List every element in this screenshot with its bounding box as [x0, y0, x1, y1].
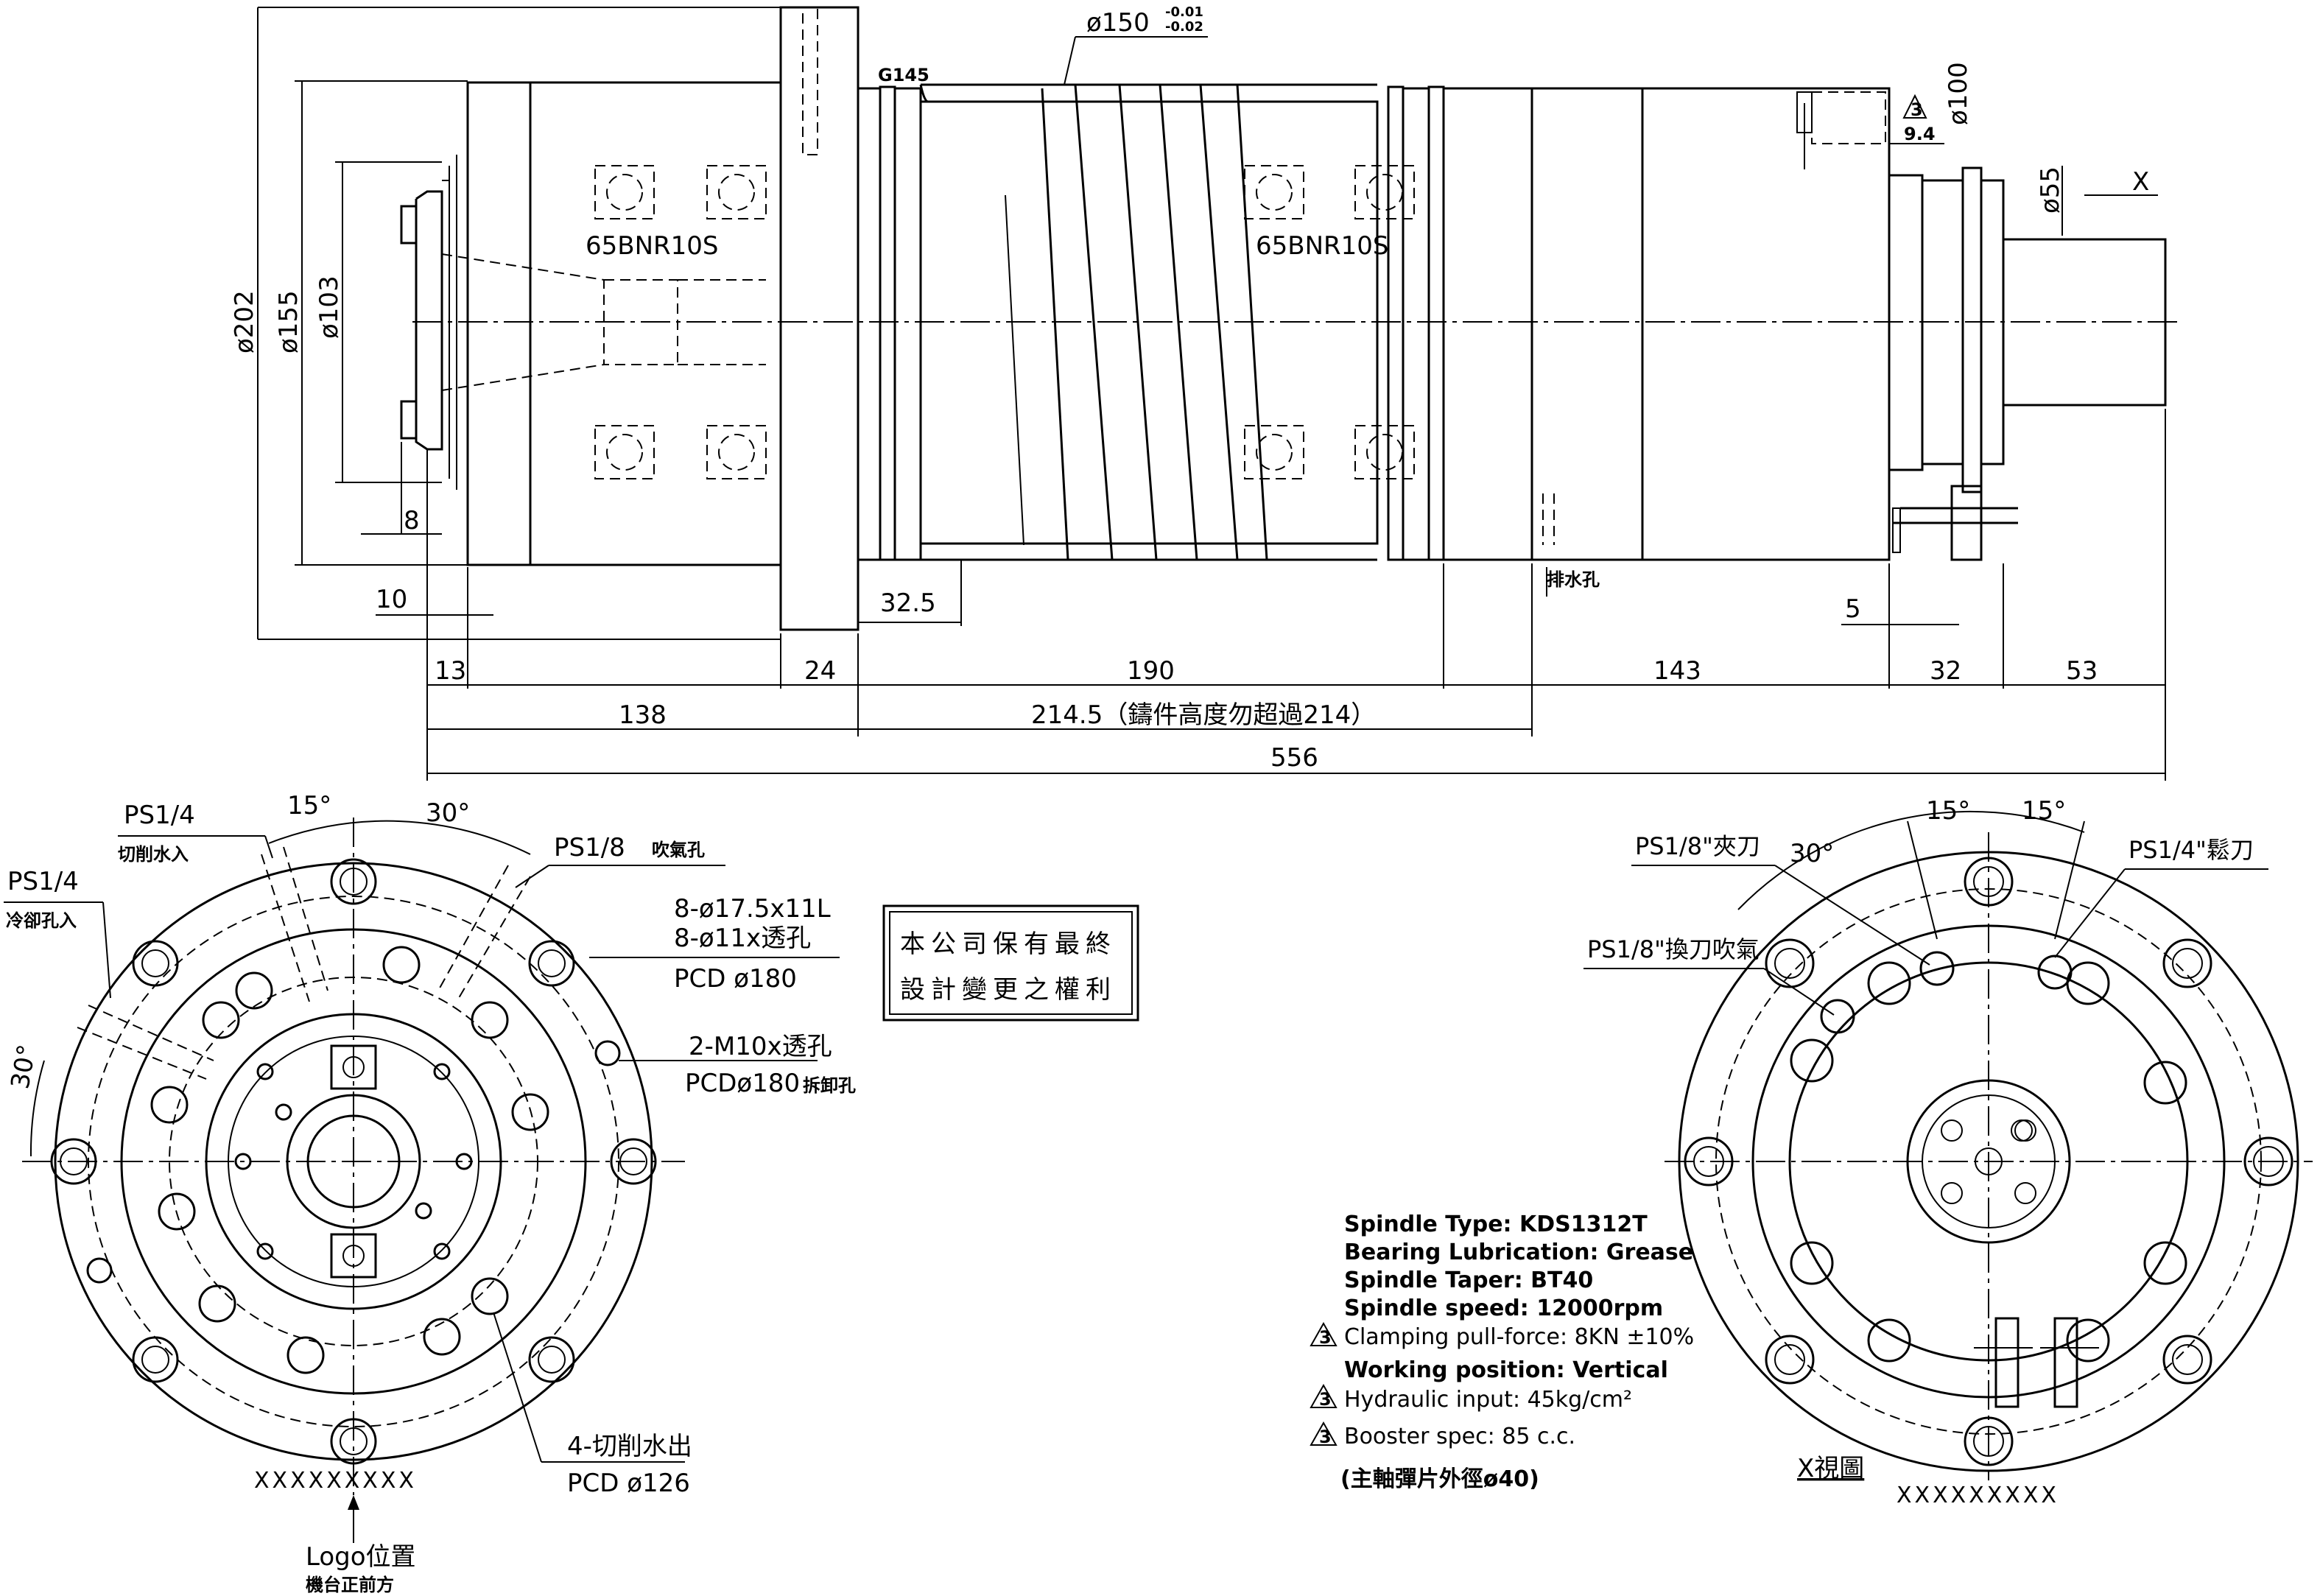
- angle-30-left: 30°: [5, 1042, 42, 1091]
- angle-15: 15°: [287, 791, 331, 820]
- m10-line2-a: PCDø180: [685, 1069, 800, 1098]
- x-angle-15b: 15°: [2022, 796, 2066, 826]
- spec-booster: Booster spec: 85 c.c.: [1344, 1424, 1575, 1449]
- ps18-label: PS1/8: [554, 833, 625, 862]
- x-view-mid-holes: [1790, 951, 2187, 1363]
- bearing-label-front: 65BNR10S: [586, 231, 719, 261]
- dim-214-5: 214.5（鑄件高度勿超過214）: [1031, 700, 1376, 730]
- dim-9-4: 9.4: [1904, 124, 1936, 144]
- dim-143: 143: [1653, 656, 1701, 686]
- bearing-symbols-front: [594, 165, 767, 479]
- outer-bolt-holes: [50, 858, 657, 1465]
- rev-mark-side: 3: [1911, 99, 1923, 120]
- dim-13: 13: [435, 656, 466, 686]
- spec-taper: Spindle Taper: BT40: [1344, 1268, 1593, 1293]
- notice-box: 本公司保有最終 設計變更之權利: [882, 904, 1139, 1022]
- dia-202: ø202: [230, 290, 259, 354]
- dia-100: ø100: [1944, 62, 1973, 125]
- m10-line1: 2-M10x透孔: [689, 1032, 832, 1061]
- notice-line1: 本公司保有最終: [900, 929, 1117, 959]
- spec-speed: Spindle speed: 12000rpm: [1344, 1296, 1663, 1321]
- dim-138: 138: [619, 700, 667, 730]
- x-view-title: X視圖: [1797, 1454, 1864, 1483]
- spec-collet: (主軸彈片外徑ø40): [1340, 1466, 1539, 1492]
- spec-lubrication: Bearing Lubrication: Grease: [1344, 1240, 1693, 1265]
- dim-556: 556: [1270, 743, 1318, 773]
- inner-small-holes: [234, 1063, 473, 1260]
- x-marks-right: XXXXXXXXX: [1897, 1483, 2059, 1508]
- spec-rev-mark-3: 3: [1319, 1427, 1332, 1447]
- x-ps18-clamp: PS1/8"夾刀: [1635, 832, 1760, 860]
- spec-rev-mark-1: 3: [1319, 1327, 1332, 1348]
- x-ps14-release: PS1/4"鬆刀: [2129, 836, 2254, 864]
- dim-190: 190: [1127, 656, 1175, 686]
- mid-bolt-holes: [86, 946, 621, 1374]
- dim-24: 24: [804, 656, 836, 686]
- cut-out-line2: PCD ø126: [567, 1469, 690, 1498]
- dia-150: ø150: [1086, 8, 1150, 38]
- holes-line2: 8-ø11x透孔: [674, 924, 811, 953]
- ps14-cut-sub: 切削水入: [118, 844, 189, 865]
- ps14-cut-label: PS1/4: [124, 801, 195, 830]
- x-view-outer-holes: [1684, 857, 2293, 1466]
- dia-150-tol-lower: -0.02: [1165, 19, 1203, 35]
- helical-grooves: [1005, 84, 1268, 560]
- bearing-label-rear: 65BNR10S: [1256, 231, 1389, 261]
- holes-line1: 8-ø17.5x11L: [674, 894, 831, 924]
- pcd-180: PCD ø180: [674, 964, 797, 994]
- dim-8: 8: [404, 506, 420, 535]
- x-ps18-blow: PS1/8"換刀吹氣: [1587, 935, 1760, 963]
- dia-103: ø103: [314, 275, 344, 339]
- groove-label: G145: [878, 65, 929, 85]
- dia-55: ø55: [2036, 166, 2065, 214]
- logo-line1: Logo位置: [306, 1542, 416, 1572]
- view-arrow-x: X: [2132, 167, 2149, 197]
- dia-155: ø155: [274, 290, 303, 354]
- dia-150-tol-upper: -0.01: [1165, 4, 1203, 20]
- right-end-view: 15° 15° 30° PS1/8"夾刀 PS1/4"鬆刀 PS1/8"換刀吹氣…: [1583, 796, 2313, 1508]
- m10-line2-b: 拆卸孔: [803, 1075, 856, 1096]
- dim-5: 5: [1845, 594, 1861, 624]
- ps14-cool-sub: 冷卻孔入: [6, 910, 77, 931]
- dim-32-5: 32.5: [880, 588, 936, 618]
- dim-32: 32: [1930, 656, 1961, 686]
- spec-rev-mark-2: 3: [1319, 1389, 1332, 1410]
- angle-30-top: 30°: [426, 798, 470, 828]
- ps18-sub: 吹氣孔: [652, 840, 705, 860]
- spec-hydraulic: Hydraulic input: 45kg/cm²: [1344, 1387, 1632, 1413]
- bearing-symbols-rear: [1244, 165, 1415, 479]
- x-marks-left: XXXXXXXXX: [254, 1468, 417, 1494]
- spec-block: Spindle Type: KDS1312T Bearing Lubricati…: [1310, 1212, 1694, 1492]
- spec-clamping: Clamping pull-force: 8KN ±10%: [1344, 1324, 1694, 1350]
- logo-line2: 機台正前方: [306, 1575, 394, 1595]
- spec-position: Working position: Vertical: [1344, 1357, 1668, 1383]
- cut-out-line1: 4-切削水出: [567, 1432, 692, 1461]
- spec-type: Spindle Type: KDS1312T: [1344, 1212, 1648, 1237]
- dim-10: 10: [376, 585, 407, 614]
- notice-line2: 設計變更之權利: [900, 975, 1117, 1005]
- dim-53: 53: [2066, 656, 2098, 686]
- ps14-cool-label: PS1/4: [7, 867, 79, 896]
- left-end-view: 15° 30° 30° PS1/4 切削水入 PS1/4 冷卻孔入 PS1/8 …: [4, 791, 856, 1595]
- drain-label: 排水孔: [1547, 569, 1600, 590]
- side-view: 65BNR10S: [230, 4, 2180, 781]
